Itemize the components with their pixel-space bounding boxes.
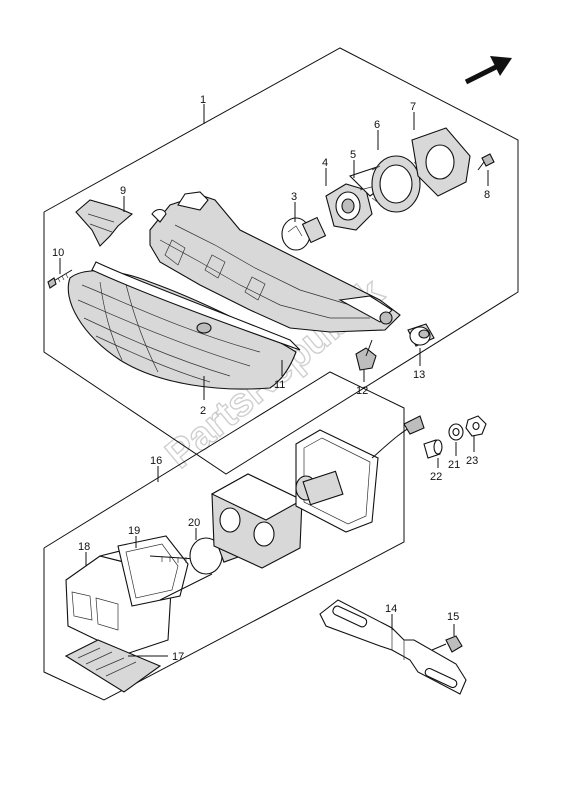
bolt-15-icon (431, 635, 463, 653)
direction-arrow-icon (464, 56, 512, 85)
wire-clamp (75, 199, 134, 247)
license-bracket (319, 599, 467, 695)
lamp-seal-strip (91, 261, 301, 351)
collar-22-icon (423, 439, 443, 459)
callout-1: 1 (200, 94, 206, 106)
callout-3: 3 (291, 191, 297, 203)
callout-11: 11 (274, 379, 285, 391)
lower-assembly-frame (43, 371, 405, 701)
upper-assembly-frame (43, 47, 519, 475)
nut-23-icon (465, 415, 487, 437)
callout-12: 12 (356, 385, 368, 397)
callout-17: 17 (172, 651, 184, 663)
lamp-lens (67, 270, 297, 390)
reflector-pad (64, 639, 162, 693)
callout-7: 7 (410, 101, 416, 113)
leader-lines (59, 104, 489, 657)
callout-labels: 1 2 3 4 5 6 7 8 9 10 11 12 13 14 15 16 1… (52, 94, 490, 663)
callout-23: 23 (466, 455, 478, 467)
bulb-3-icon (281, 216, 327, 251)
callout-9: 9 (120, 185, 126, 197)
callout-14: 14 (385, 603, 397, 615)
callout-2: 2 (200, 405, 206, 417)
callout-22: 22 (430, 471, 442, 483)
callout-19: 19 (128, 525, 140, 537)
callout-6: 6 (374, 119, 380, 131)
bulb-ring-6-icon (371, 155, 421, 213)
callout-16: 16 (150, 455, 162, 467)
callout-10: 10 (52, 247, 64, 259)
lamp-housing (149, 191, 401, 333)
license-gasket (117, 535, 189, 607)
grommet-13-icon (407, 323, 435, 347)
license-lamp-body (210, 473, 304, 569)
callout-5: 5 (350, 149, 356, 161)
license-housing (295, 415, 425, 533)
screw-8-icon (477, 153, 495, 171)
callout-18: 18 (78, 541, 90, 553)
bolt-12-icon (355, 339, 377, 371)
callout-8: 8 (484, 189, 490, 201)
socket-4-icon (325, 183, 373, 231)
callout-20: 20 (188, 517, 200, 529)
callout-13: 13 (413, 369, 425, 381)
washer-21-icon (448, 423, 464, 441)
callout-21: 21 (448, 459, 460, 471)
callout-15: 15 (447, 611, 459, 623)
callout-4: 4 (322, 157, 328, 169)
screw-10-icon (47, 269, 73, 289)
gasket-7-icon (411, 127, 471, 197)
